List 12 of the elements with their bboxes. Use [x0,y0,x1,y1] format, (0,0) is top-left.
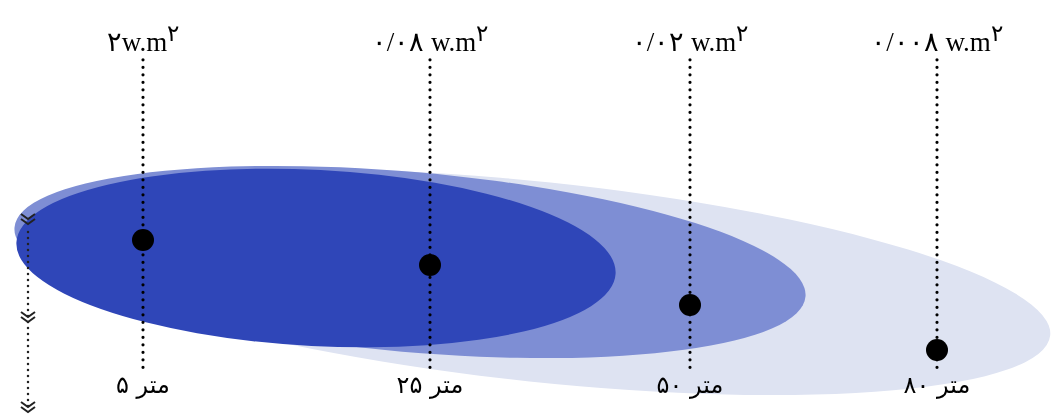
distance-label: ۸۰ متر [903,371,971,399]
intensity-label: ۰/۰۲ w.m$^{۲}$ [631,22,749,58]
dotted-line [688,58,692,372]
dotted-line [935,58,939,372]
dotted-line [141,58,145,372]
intensity-label: ۲w.m$^{۲}$ [106,22,180,58]
intensity-label: ۰/۰۰۸ w.m$^{۲}$ [871,22,1003,58]
distance-label: ۲۵ متر [396,371,464,399]
intensity-label: ۰/۰۸ w.m$^{۲}$ [371,22,489,58]
distance-label: ۵ متر [116,371,170,399]
dotted-line [428,58,432,372]
distance-label: ۵۰ متر [656,371,724,399]
